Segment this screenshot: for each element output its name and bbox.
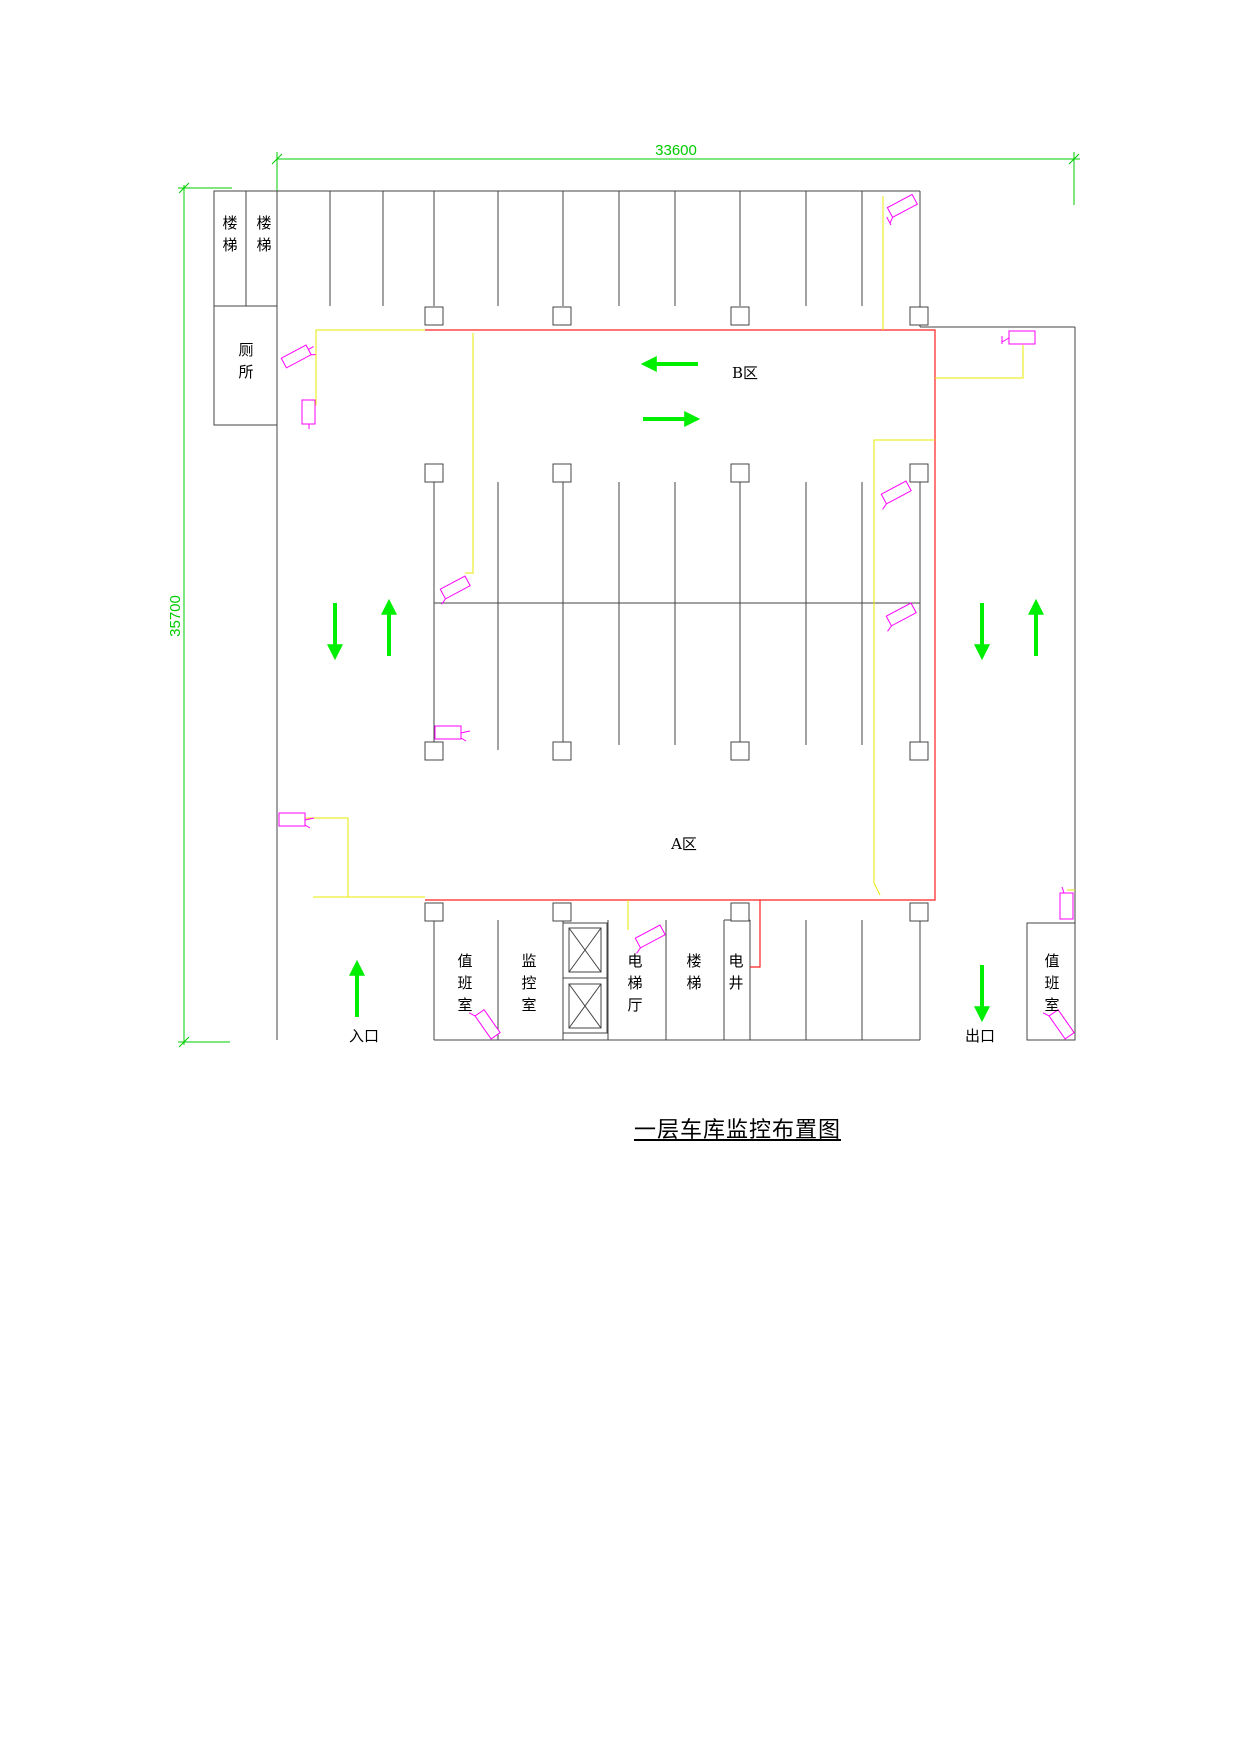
room-stair-bottom: 楼梯	[686, 952, 701, 992]
surveillance-camera-icon	[434, 725, 471, 742]
surveillance-cameras	[278, 193, 1075, 1040]
surveillance-camera-icon	[301, 399, 316, 429]
surveillance-camera-icon	[1042, 1008, 1075, 1040]
surveillance-camera-icon	[885, 602, 917, 632]
zone-b-label: B区	[732, 364, 758, 382]
exit-label: 出口	[965, 1027, 995, 1045]
dimension-width: 33600	[655, 142, 697, 159]
room-stair-1: 楼梯	[222, 214, 237, 254]
traffic-arrows	[327, 356, 1044, 1023]
dimension-top	[271, 152, 1080, 205]
camera-cables	[305, 196, 1075, 930]
surveillance-camera-icon	[468, 1008, 501, 1040]
surveillance-camera-icon	[280, 344, 316, 369]
top-stalls	[329, 191, 863, 306]
columns	[424, 306, 929, 922]
surveillance-camera-icon	[886, 193, 918, 226]
room-stair-2: 楼梯	[256, 214, 271, 254]
surveillance-camera-icon	[278, 812, 315, 829]
surveillance-camera-icon	[880, 480, 912, 510]
surveillance-camera-icon	[634, 924, 666, 954]
entrance-label: 入口	[349, 1027, 379, 1045]
figure-caption: 一层车库监控布置图	[634, 1118, 842, 1143]
room-duty-left: 值班室	[457, 952, 472, 1014]
room-duty-right: 值班室	[1044, 952, 1059, 1014]
bottom-rooms	[433, 919, 1076, 1041]
middle-stalls	[433, 482, 921, 750]
room-monitor: 监控室	[521, 952, 536, 1014]
room-toilet: 厕所	[238, 341, 253, 381]
room-electric-shaft: 电井	[728, 952, 743, 992]
surveillance-camera-icon	[1001, 330, 1036, 345]
surveillance-camera-icon	[1059, 886, 1074, 920]
room-elevator-hall: 电梯厅	[627, 952, 642, 1014]
surveillance-camera-icon	[439, 575, 471, 605]
dimension-height: 35700	[167, 595, 184, 637]
zone-boundary	[425, 329, 936, 968]
dimension-left	[178, 182, 232, 1048]
outer-walls	[213, 190, 1076, 1041]
zone-a-label: A区	[670, 835, 697, 853]
